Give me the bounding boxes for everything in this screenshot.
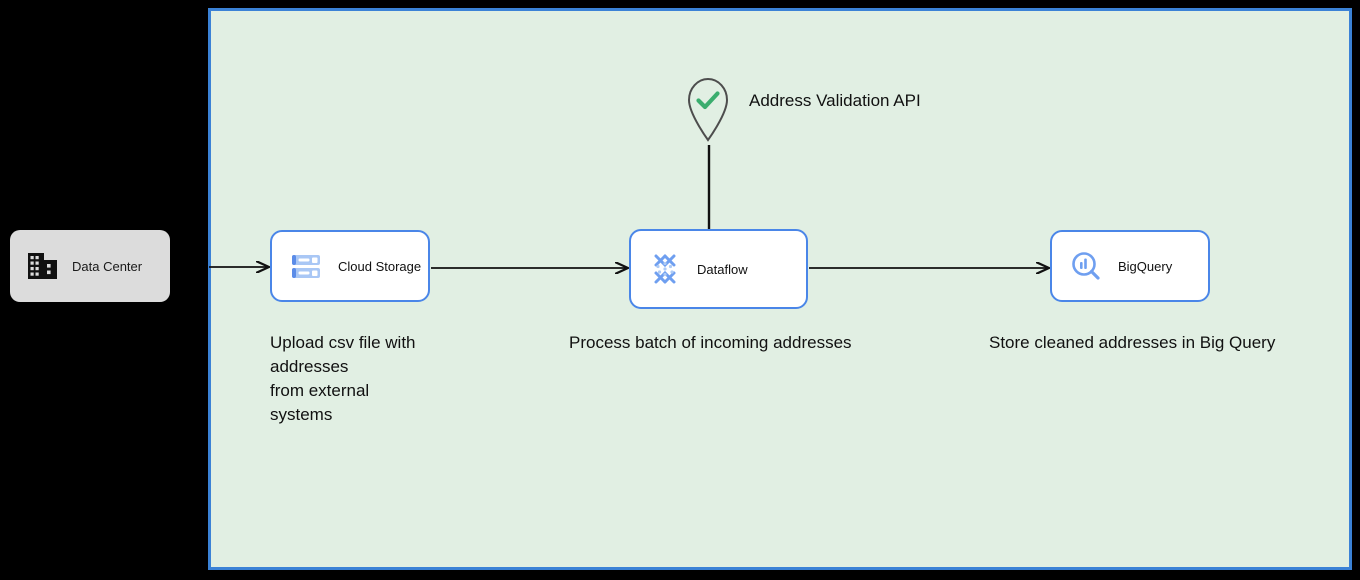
node-dataflow[interactable]: Dataflow xyxy=(629,229,808,309)
caption-cloud-storage: Upload csv file with addresses from exte… xyxy=(270,333,416,424)
node-cloud-storage[interactable]: Cloud Storage xyxy=(270,230,430,302)
address-validation-api-label: Address Validation API xyxy=(749,91,921,110)
node-bigquery[interactable]: BigQuery xyxy=(1050,230,1210,302)
cloud-storage-icon xyxy=(292,255,320,278)
dataflow-icon xyxy=(654,254,676,284)
caption-bigquery: Store cleaned addresses in Big Query xyxy=(989,333,1276,352)
node-data-center-label: Data Center xyxy=(72,258,143,274)
node-dataflow-label: Dataflow xyxy=(697,261,748,277)
bigquery-icon xyxy=(1072,252,1100,280)
node-data-center[interactable]: Data Center xyxy=(10,230,170,302)
location-pin-check-icon[interactable] xyxy=(686,76,730,142)
data-center-building-icon xyxy=(28,253,57,279)
node-bigquery-label: BigQuery xyxy=(1118,258,1173,274)
node-cloud-storage-label: Cloud Storage xyxy=(338,258,422,274)
caption-dataflow: Process batch of incoming addresses xyxy=(569,333,852,352)
